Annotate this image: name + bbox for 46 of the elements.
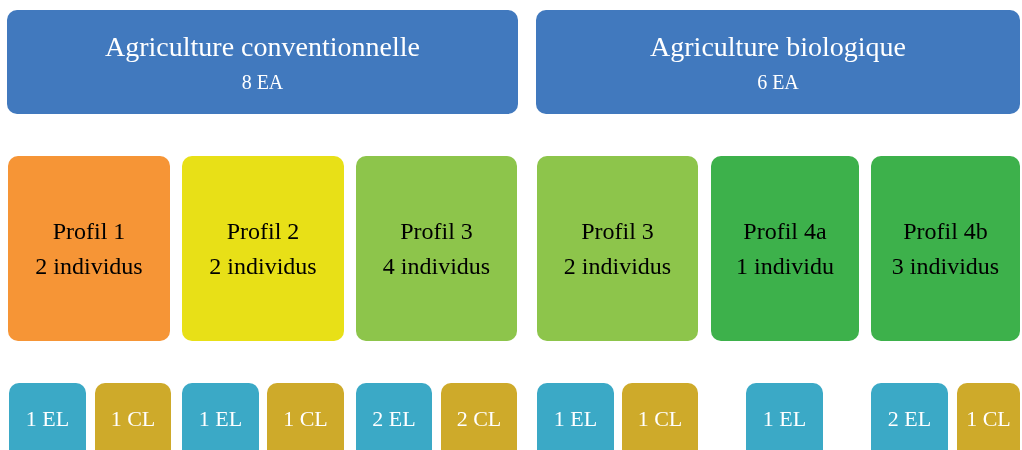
count-tile <box>9 383 86 450</box>
count-tile <box>356 383 432 450</box>
count-tile <box>95 383 171 450</box>
count-tile <box>267 383 344 450</box>
banner-subtitle: 8 EA <box>241 69 284 95</box>
profile-card <box>356 156 517 341</box>
tile-label: 1 EL <box>25 405 70 433</box>
category-banner <box>7 10 518 114</box>
profile-card <box>711 156 859 341</box>
profile-card <box>182 156 344 341</box>
tile-label: 1 CL <box>283 405 328 433</box>
tile-label: 1 EL <box>762 405 807 433</box>
profile-count: 3 individus <box>891 251 1000 281</box>
tile-label: 1 EL <box>553 405 598 433</box>
profile-count: 1 individu <box>736 251 834 281</box>
profile-name: Profil 3 <box>400 216 473 246</box>
tile-label: 1 CL <box>966 405 1011 433</box>
profile-card <box>8 156 170 341</box>
tile-label: 1 EL <box>198 405 243 433</box>
profile-count: 2 individus <box>563 251 672 281</box>
profile-name: Profil 2 <box>226 216 300 246</box>
banner-title: Agriculture conventionnelle <box>105 30 420 65</box>
count-tile <box>871 383 948 450</box>
profile-name: Profil 4b <box>903 216 988 246</box>
count-tile <box>182 383 259 450</box>
profile-card <box>871 156 1020 341</box>
tile-label: 2 CL <box>456 405 502 433</box>
tile-label: 1 CL <box>110 405 156 433</box>
banner-subtitle: 6 EA <box>757 69 799 95</box>
banner-title: Agriculture biologique <box>650 30 906 65</box>
profile-name: Profil 3 <box>581 216 654 246</box>
count-tile <box>537 383 614 450</box>
profile-card <box>537 156 698 341</box>
profile-count: 2 individus <box>35 251 143 281</box>
count-tile <box>746 383 823 450</box>
profile-count: 2 individus <box>209 251 317 281</box>
profile-name: Profil 4a <box>743 216 827 246</box>
profile-count: 4 individus <box>382 251 491 281</box>
count-tile <box>622 383 698 450</box>
tile-label: 2 EL <box>372 405 416 433</box>
category-banner <box>536 10 1020 114</box>
count-tile <box>441 383 517 450</box>
count-tile <box>957 383 1020 450</box>
tile-label: 2 EL <box>887 405 932 433</box>
profile-name: Profil 1 <box>52 216 126 246</box>
tile-label: 1 CL <box>637 405 683 433</box>
